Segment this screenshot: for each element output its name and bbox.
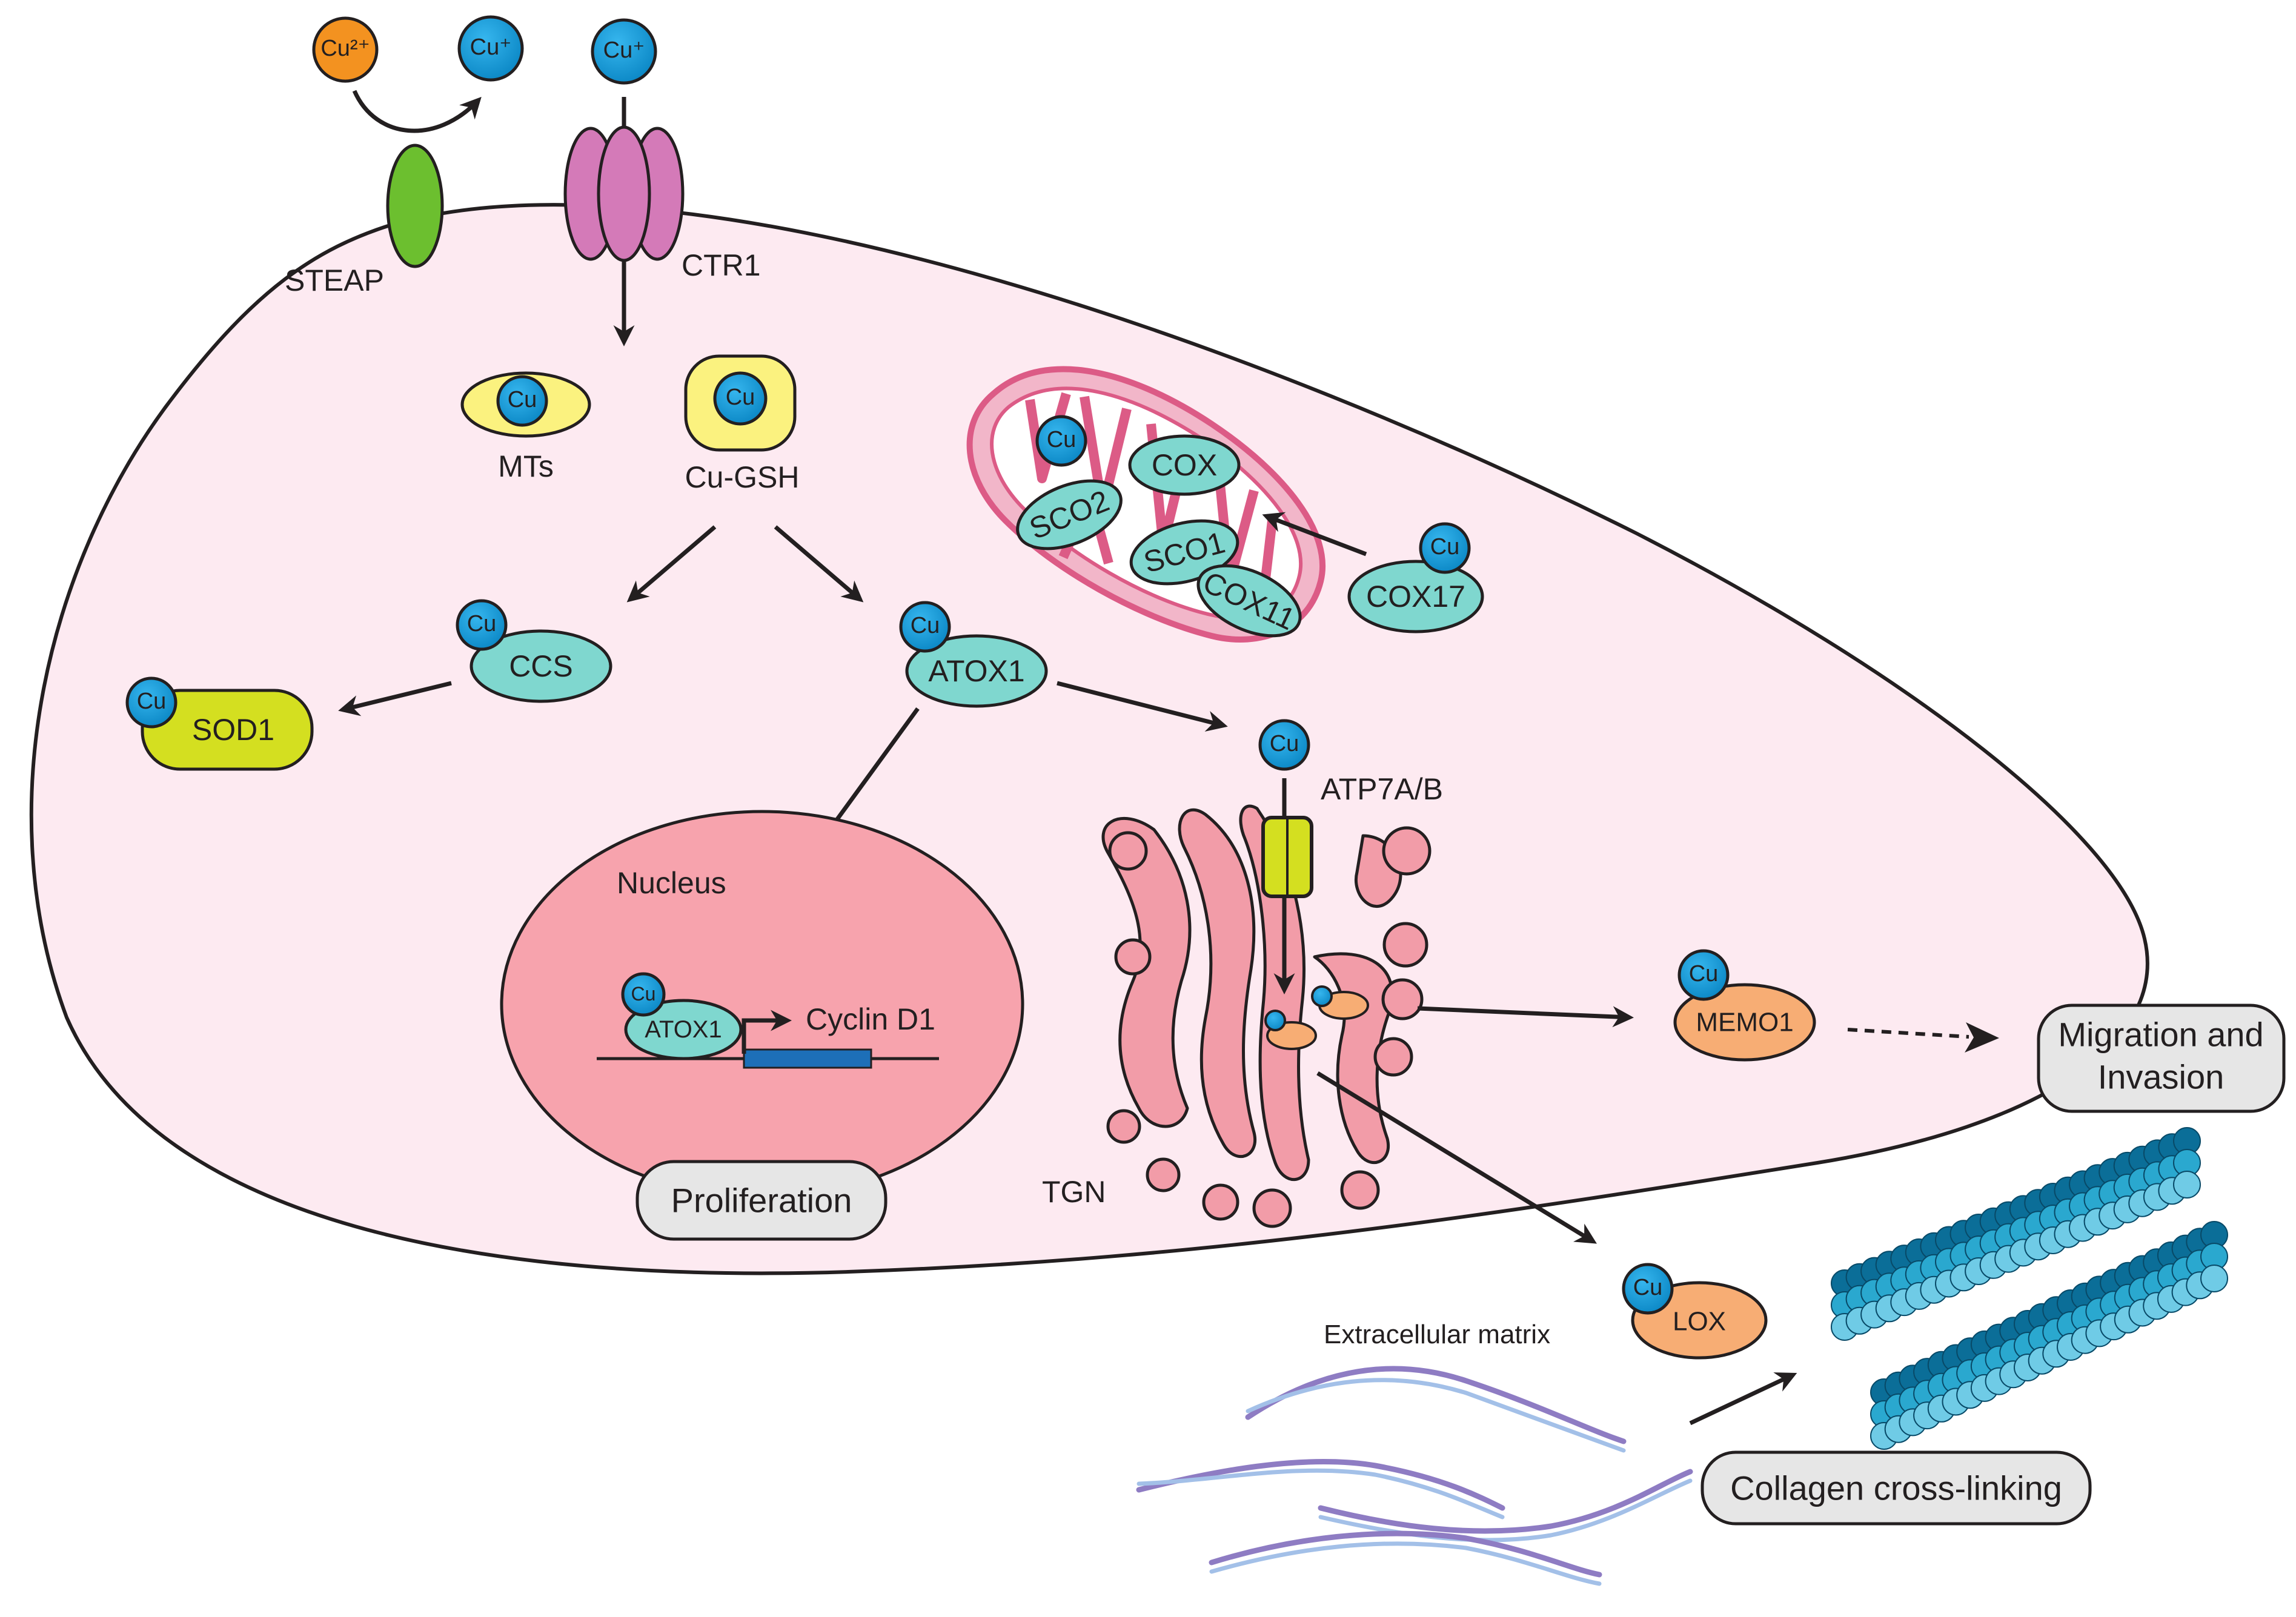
mito-cu-ion: Cu bbox=[1035, 415, 1087, 467]
nucleus bbox=[500, 810, 1024, 1199]
arrow-to-memo1 bbox=[1417, 1006, 1634, 1028]
cu1-extracellular-label: Cu⁺ bbox=[603, 38, 645, 63]
cu-gsh-cu-label: Cu bbox=[726, 385, 755, 410]
arrow-to-atp7 bbox=[1057, 681, 1228, 732]
cox17-chaperone: Cu COX17 bbox=[1347, 522, 1484, 633]
arrow-to-crosslinked bbox=[1689, 1372, 1797, 1426]
tgn-label: TGN bbox=[1042, 1175, 1106, 1209]
atox1-label: ATOX1 bbox=[928, 654, 1024, 688]
atp7-cu-label: Cu bbox=[1270, 731, 1299, 756]
cox-complex: COX bbox=[1128, 434, 1241, 496]
atox1-nuclear-cu-label: Cu bbox=[631, 983, 656, 1005]
collagen-bead bbox=[2173, 1171, 2201, 1199]
cu2-label: Cu²⁺ bbox=[320, 36, 370, 61]
ctr1-label: CTR1 bbox=[682, 248, 761, 282]
steap-label: STEAP bbox=[285, 263, 384, 297]
ccs-chaperone: Cu CCS bbox=[456, 599, 612, 703]
cox-label: COX bbox=[1152, 448, 1217, 482]
collagen-bead bbox=[2200, 1265, 2228, 1292]
cu1-ion-reduced: Cu⁺ bbox=[457, 15, 524, 82]
lox-label: LOX bbox=[1673, 1307, 1726, 1337]
ecm-label: Extracellular matrix bbox=[1324, 1320, 1550, 1349]
lox-cu-label: Cu bbox=[1633, 1275, 1663, 1300]
arrow-to-ccs bbox=[626, 525, 717, 603]
cu-gsh-complex: Cu bbox=[684, 354, 797, 452]
atox1-cu-label: Cu bbox=[911, 613, 940, 638]
atox1-nuclear: Cu ATOX1 bbox=[621, 972, 743, 1060]
migration-invasion-outcome: Migration and Invasion bbox=[2037, 1004, 2286, 1113]
arrow-to-sod1 bbox=[338, 681, 452, 716]
cyclin-d1-gene bbox=[743, 1048, 872, 1069]
atp7-label: ATP7A/B bbox=[1321, 772, 1443, 806]
dashed-arrow-head bbox=[1965, 1022, 1999, 1053]
atp7-cu-ion: Cu bbox=[1258, 719, 1310, 771]
memo1-cu-label: Cu bbox=[1689, 961, 1719, 987]
cu-gsh-label: Cu-GSH bbox=[685, 460, 800, 494]
dashed-arrow-line bbox=[1847, 1028, 1969, 1039]
ccs-cu-label: Cu bbox=[467, 611, 497, 637]
cox17-cu-label: Cu bbox=[1430, 534, 1460, 560]
atox1-nuclear-label: ATOX1 bbox=[645, 1016, 722, 1043]
memo1-protein: Cu MEMO1 bbox=[1673, 949, 1816, 1062]
transcription-arrow bbox=[742, 1010, 792, 1054]
crosslinked-collagen bbox=[1831, 1127, 2228, 1450]
ctr1-transporter bbox=[563, 125, 685, 262]
sod1-label: SOD1 bbox=[192, 713, 274, 747]
cyclin-d1-label: Cyclin D1 bbox=[806, 1002, 935, 1036]
cu2-ion: Cu²⁺ bbox=[312, 16, 379, 83]
arrow-to-atox1 bbox=[774, 525, 864, 603]
mts-cu-label: Cu bbox=[508, 387, 537, 412]
sod1-enzyme: Cu SOD1 bbox=[125, 676, 314, 771]
metallothioneins: Cu bbox=[460, 371, 591, 438]
steap-transporter bbox=[386, 144, 444, 268]
arrow-cox17-to-mito bbox=[1262, 512, 1367, 557]
collagen-crosslinking-label: Collagen cross-linking bbox=[1730, 1469, 2062, 1507]
mito-cu-label: Cu bbox=[1047, 427, 1077, 452]
memo1-label: MEMO1 bbox=[1696, 1008, 1793, 1037]
lox-enzyme: Cu LOX bbox=[1622, 1263, 1768, 1360]
proliferation-label: Proliferation bbox=[671, 1182, 852, 1220]
migration-label-line1: Migration and bbox=[2058, 1016, 2263, 1054]
cox17-label: COX17 bbox=[1366, 580, 1465, 613]
arrow-to-lox bbox=[1316, 1071, 1597, 1244]
nucleus-label: Nucleus bbox=[617, 866, 726, 900]
cu1-ion-extracellular: Cu⁺ bbox=[591, 18, 657, 85]
proliferation-outcome: Proliferation bbox=[635, 1160, 888, 1241]
collagen-crosslinking-outcome: Collagen cross-linking bbox=[1700, 1450, 2092, 1526]
cell-membrane bbox=[29, 203, 2149, 1275]
cox11-protein: COX11 bbox=[1196, 564, 1302, 638]
collagen-fibers bbox=[1136, 1366, 1693, 1586]
sod1-cu-label: Cu bbox=[137, 689, 167, 714]
migration-label-line2: Invasion bbox=[2098, 1058, 2225, 1096]
tgn-cuproenzymes bbox=[1264, 985, 1369, 1050]
reduction-arrow bbox=[352, 90, 482, 133]
atox1-chaperone: Cu ATOX1 bbox=[899, 601, 1048, 708]
mts-label: MTs bbox=[498, 449, 554, 483]
ccs-label: CCS bbox=[509, 649, 573, 683]
cu1-reduced-label: Cu⁺ bbox=[470, 35, 512, 60]
